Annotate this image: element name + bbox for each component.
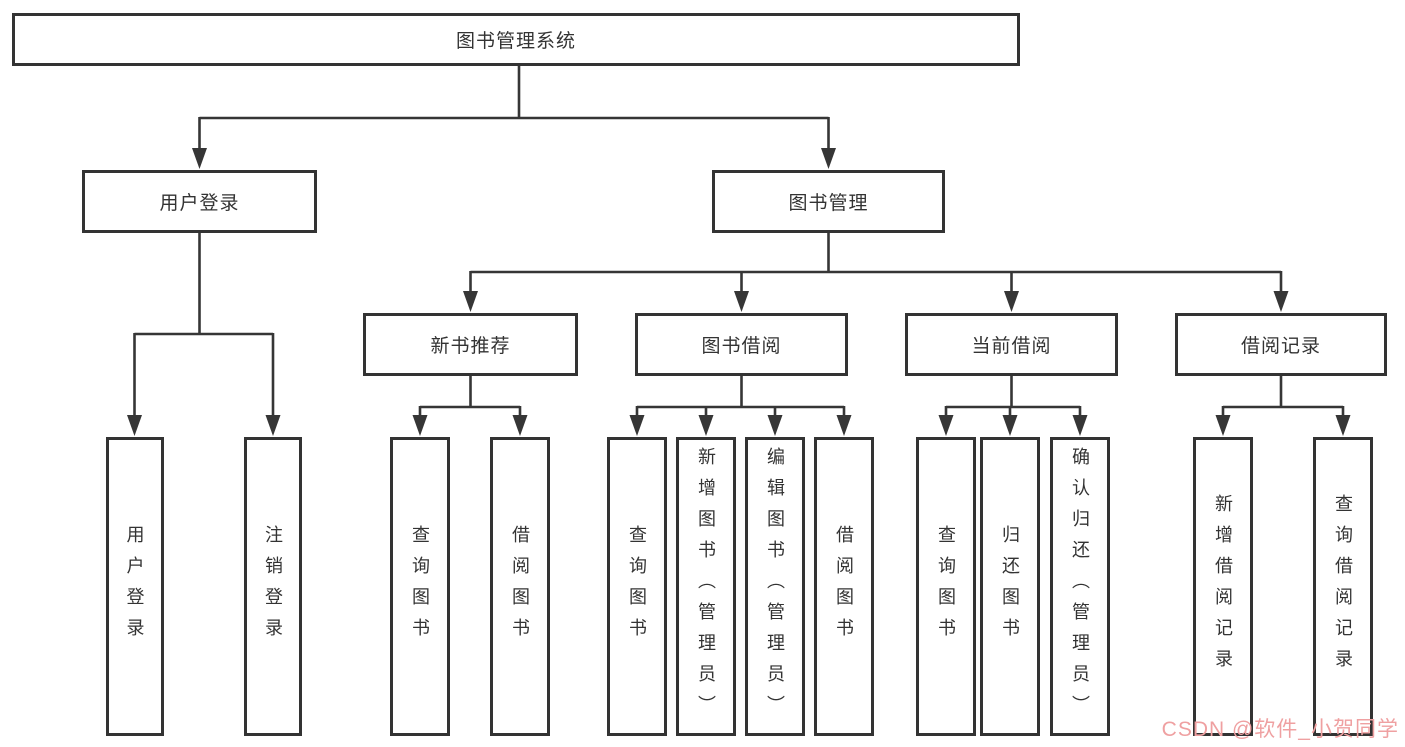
- leaf-borrow-book-1: 借阅图书: [490, 437, 550, 736]
- leaf-user-login: 用户登录: [105, 437, 164, 736]
- leaf-add-borrow-record: 新增借阅记录: [1193, 437, 1253, 736]
- node-new-book-recommend: 新书推荐: [363, 313, 578, 376]
- leaf-edit-book-admin: 编辑图书（管理员）: [745, 437, 805, 736]
- leaf-logout-label: 注销登录: [263, 524, 283, 649]
- arrowheads: [127, 148, 1351, 436]
- leaf-query-book-1: 查询图书: [390, 437, 450, 736]
- leaf-borrow-book-1-label: 借阅图书: [510, 524, 530, 649]
- node-borrow-records: 借阅记录: [1175, 313, 1387, 376]
- leaf-confirm-return-admin-label: 确认归还（管理员）: [1070, 447, 1090, 726]
- node-root: 图书管理系统: [12, 13, 1020, 66]
- node-book-management-label: 图书管理: [788, 193, 869, 214]
- leaf-edit-book-admin-label: 编辑图书（管理员）: [765, 447, 785, 726]
- leaf-query-book-3: 查询图书: [916, 437, 976, 736]
- leaf-add-borrow-record-label: 新增借阅记录: [1213, 493, 1233, 680]
- leaf-user-login-label: 用户登录: [124, 524, 145, 649]
- node-current-borrow: 当前借阅: [905, 313, 1118, 376]
- node-book-borrow: 图书借阅: [635, 313, 848, 376]
- leaf-query-book-1-label: 查询图书: [410, 524, 430, 649]
- leaf-query-borrow-record: 查询借阅记录: [1313, 437, 1373, 736]
- leaf-add-book-admin-label: 新增图书（管理员）: [696, 447, 716, 726]
- leaf-add-book-admin: 新增图书（管理员）: [676, 437, 736, 736]
- csdn-watermark: CSDN @软件_小贺同学: [1161, 718, 1399, 741]
- node-book-borrow-label: 图书借阅: [701, 336, 782, 357]
- node-current-borrow-label: 当前借阅: [971, 336, 1052, 357]
- node-user-login-label: 用户登录: [159, 193, 240, 214]
- leaf-logout: 注销登录: [244, 437, 302, 736]
- leaf-borrow-book-2: 借阅图书: [814, 437, 874, 736]
- leaf-query-borrow-record-label: 查询借阅记录: [1333, 493, 1353, 680]
- node-root-label: 图书管理系统: [455, 31, 576, 52]
- node-book-management: 图书管理: [712, 170, 945, 233]
- node-borrow-records-label: 借阅记录: [1240, 336, 1321, 357]
- leaf-confirm-return-admin: 确认归还（管理员）: [1050, 437, 1110, 736]
- leaf-query-book-3-label: 查询图书: [936, 524, 956, 649]
- node-new-book-recommend-label: 新书推荐: [430, 336, 511, 357]
- leaf-return-book-label: 归还图书: [1000, 524, 1020, 649]
- leaf-query-book-2-label: 查询图书: [627, 524, 647, 649]
- leaf-query-book-2: 查询图书: [607, 437, 667, 736]
- leaf-return-book: 归还图书: [980, 437, 1040, 736]
- leaf-borrow-book-2-label: 借阅图书: [834, 524, 854, 649]
- connector-paths: [133, 66, 1345, 418]
- node-user-login: 用户登录: [82, 170, 317, 233]
